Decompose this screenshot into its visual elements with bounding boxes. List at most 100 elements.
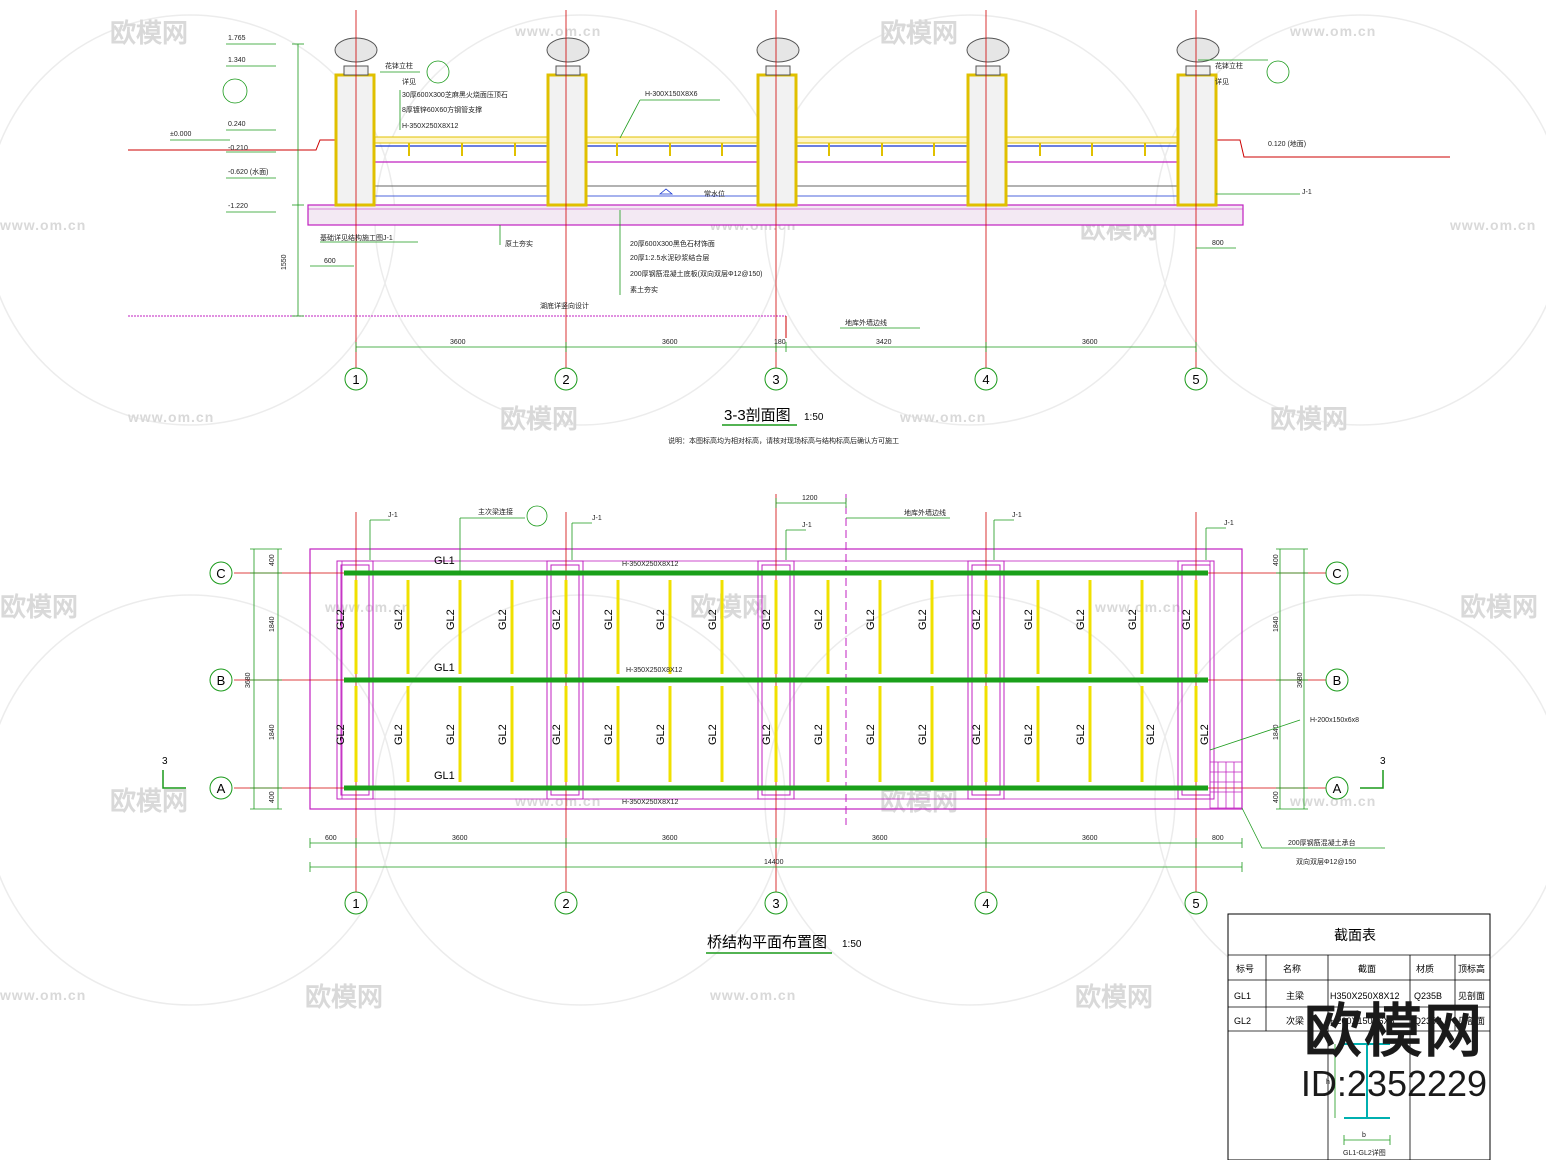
col-3: 3: [772, 896, 779, 911]
cut-left: 3: [162, 756, 168, 767]
flower-label-right: 花钵立柱: [1215, 61, 1243, 70]
gl2-label: GL2: [813, 724, 825, 745]
wm-brand: 欧模网: [110, 786, 188, 816]
rdim: 400: [1273, 791, 1280, 803]
elevation-labels: 1.765 1.340 0.240 ±0.000 -0.210 -0.620 (…: [170, 35, 1306, 210]
cap-detail: [1209, 761, 1243, 809]
td-0-0: GL1: [1234, 991, 1251, 1001]
gl2-label: GL2: [603, 609, 615, 630]
plan-row-letters: C B A C B A: [216, 566, 1341, 796]
brand-logo: 欧模网 ID:2352229: [1294, 1000, 1494, 1104]
gl2-label: GL2: [1023, 724, 1035, 745]
section-annotations: 花钵立柱 详见 30厚600X300芝麻黑火烧面压顶石 8厚镀锌60X60方钢管…: [310, 59, 1312, 329]
axis-5: 5: [1192, 372, 1199, 387]
gl2-label: GL2: [917, 724, 929, 745]
axis-4: 4: [982, 372, 989, 387]
gl-labels: GL1 GL1 GL1 H-350X250X8X12 H-350X250X8X1…: [434, 555, 683, 806]
ldim: 1840: [269, 616, 276, 632]
j1-label: J-1: [1302, 189, 1312, 196]
col-4: 4: [982, 896, 989, 911]
row-c-left: C: [216, 566, 225, 581]
right-note-3: 双向双层Φ12@150: [1296, 857, 1356, 866]
gl2-label: GL2: [707, 609, 719, 630]
th-2: 截面: [1358, 963, 1376, 974]
td-1-3: Q235B: [1414, 1016, 1442, 1026]
td-1-0: GL2: [1234, 1016, 1251, 1026]
gl2-label: GL2: [917, 609, 929, 630]
elev-5: -0.210: [228, 145, 248, 152]
gl2-label: GL2: [655, 724, 667, 745]
gl2-label: GL2: [1127, 609, 1139, 630]
wm-site: www.om.cn: [1289, 23, 1376, 39]
node-label: 主次梁连接: [478, 507, 513, 516]
wm-site: www.om.cn: [899, 409, 986, 425]
elev-7: -1.220: [228, 203, 248, 210]
span-1: 3600: [450, 339, 466, 346]
layer-s3: 200厚钢筋混凝土底板(双向双层Φ12@150): [630, 269, 763, 278]
axis-2: 2: [562, 372, 569, 387]
layer1-label: 30厚600X300芝麻黑火烧面压顶石: [402, 90, 508, 99]
detail-b: b: [1362, 1132, 1366, 1139]
pillars: [334, 37, 1220, 207]
section-note: 说明：本图标高均为相对标高，请核对现场标高与结构标高后确认方可施工: [668, 436, 899, 445]
water-label: 常水位: [704, 189, 725, 198]
wm-brand: 欧模网: [305, 982, 383, 1012]
wm-site: www.om.cn: [1449, 217, 1536, 233]
gl2-label: GL2: [551, 724, 563, 745]
left-pillar-label: 基础详见结构施工图J-1: [320, 233, 393, 242]
j1-tag: J-1: [1012, 512, 1022, 519]
ldim-total: 3680: [245, 672, 252, 688]
j1-tag: J-1: [592, 515, 602, 522]
j1-tag: J-1: [802, 522, 812, 529]
plan-axis-lines: [234, 494, 1326, 892]
wm-site: www.om.cn: [0, 217, 86, 233]
wm-site: www.om.cn: [0, 987, 86, 1003]
wm-brand: 欧模网: [110, 18, 188, 48]
gl2-label: GL2: [1181, 609, 1193, 630]
dim-1200: [775, 498, 847, 508]
garage-label: 地库外墙边线: [845, 318, 887, 327]
span-4: 3420: [876, 339, 892, 346]
layer-s2: 20厚1:2.5水泥砂浆结合层: [630, 253, 709, 262]
plan-title: 桥结构平面布置图: [707, 934, 827, 951]
section-axis-bubbles: [344, 367, 1208, 391]
td-1-4: 见剖面: [1458, 1015, 1485, 1026]
gl2-label: GL2: [971, 609, 983, 630]
stone-label: 详见: [402, 77, 416, 86]
gl2-labels: GL2 GL2 GL2 GL2 GL2 GL2 GL2 GL2 GL2 GL2 …: [335, 609, 1211, 745]
section-table: 截面表 标号 名称 截面 材质 顶标高 GL1 主梁 H350X250X8X12…: [1227, 913, 1491, 1160]
th-3: 材质: [1416, 963, 1434, 974]
rdim: 1840: [1273, 724, 1280, 740]
layer3-label: H-350X250X8X12: [402, 123, 459, 130]
wm-site: www.om.cn: [514, 793, 601, 809]
dim-600: 600: [324, 258, 336, 265]
j1-tag: J-1: [388, 512, 398, 519]
row-a-right: A: [1333, 781, 1342, 796]
elevation-markers: [170, 43, 276, 213]
gl2-label: GL2: [335, 609, 347, 630]
wm-brand: 欧模网: [1460, 592, 1538, 622]
j1-tag: J-1: [1224, 520, 1234, 527]
wm-site: www.om.cn: [709, 987, 796, 1003]
gl2-label: GL2: [865, 609, 877, 630]
row-c-right: C: [1332, 566, 1341, 581]
axis-3: 3: [772, 372, 779, 387]
rdim-total: 3680: [1297, 672, 1304, 688]
base-label: 原土夯实: [505, 239, 533, 248]
gl2-label: GL2: [445, 724, 457, 745]
beam-mid-label: H-350X250X8X12: [626, 667, 683, 674]
cut-markers: [162, 770, 1384, 789]
span-2: 3600: [662, 339, 678, 346]
gl2-label: GL2: [497, 724, 509, 745]
logo-id: ID:2352229: [1300, 1063, 1488, 1104]
bottom-note: 湖底详竖向设计: [540, 301, 589, 310]
plan-left-dims: [250, 548, 1308, 810]
table-title: 截面表: [1334, 927, 1376, 943]
stone-label-right: 详见: [1215, 77, 1229, 86]
bdim: 800: [1212, 835, 1224, 842]
section-span-labels: 3600 3600 180 3420 3600: [450, 339, 1098, 346]
bdim: 3600: [1082, 835, 1098, 842]
layer-s1: 20厚600X300黑色石材饰面: [630, 239, 715, 248]
elev-4: ±0.000: [170, 131, 191, 138]
